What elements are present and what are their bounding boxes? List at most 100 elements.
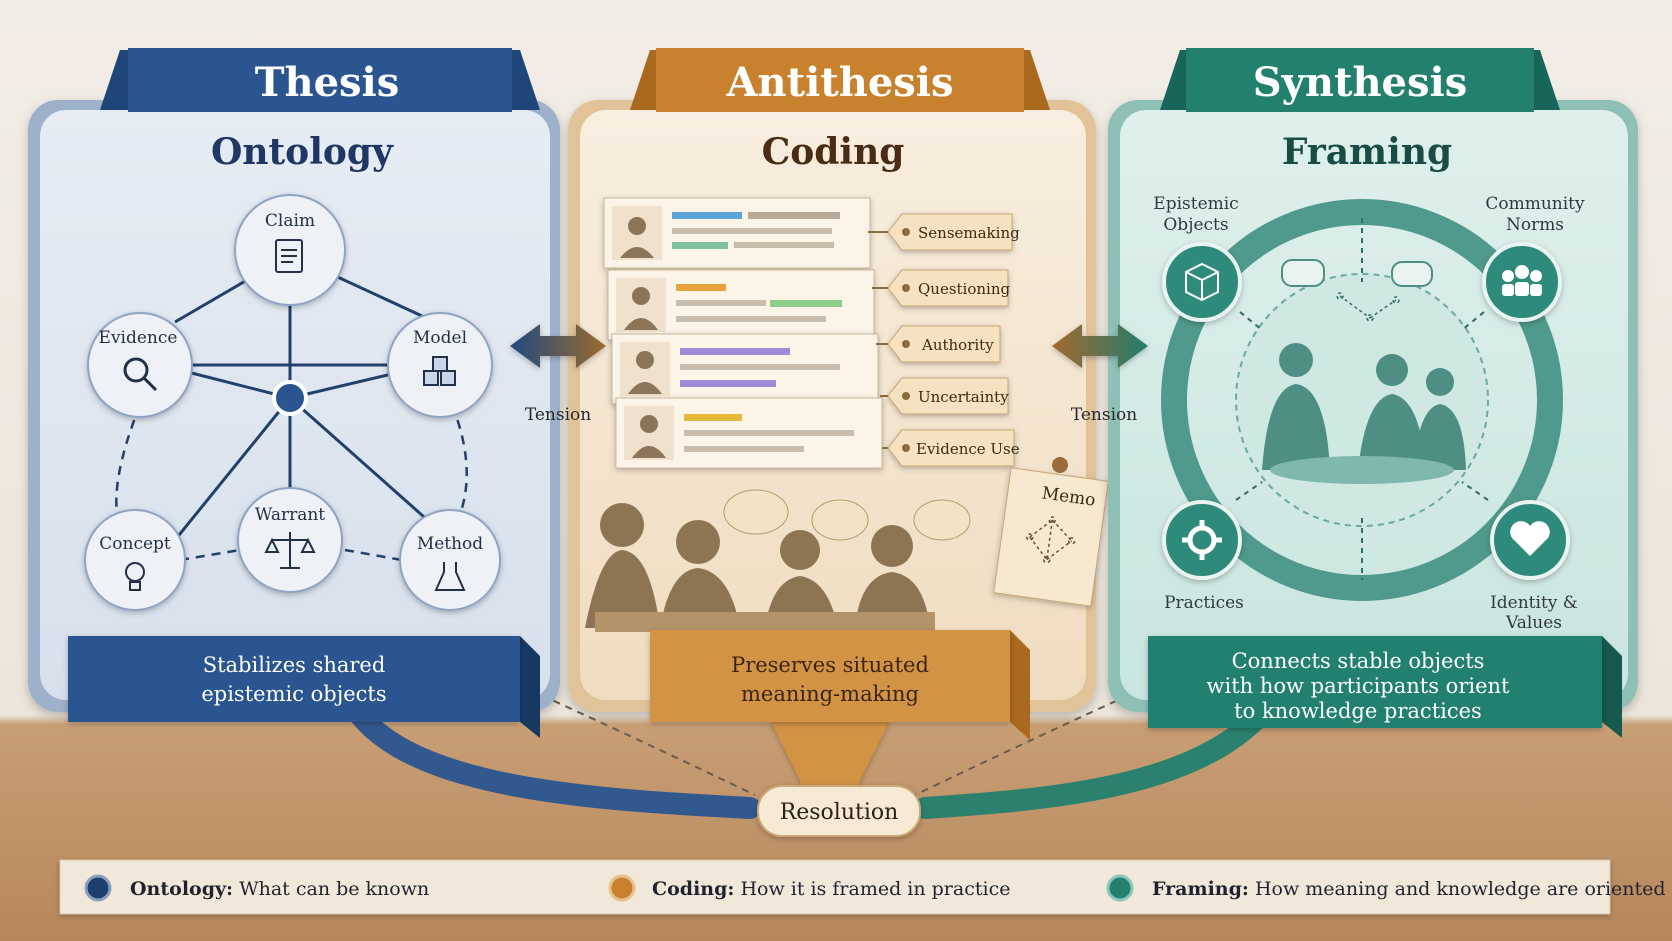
thesis-panel: Thesis Ontology Claim [28,48,560,738]
scales-icon [264,532,316,569]
synthesis-caption-line-3: to knowledge practices [1234,699,1482,723]
tag-label: Questioning [918,280,1011,298]
identity-values-label-1: Identity & [1490,593,1578,613]
speech-bubble [811,499,869,541]
legend-swatch [84,874,112,902]
legend-item-coding: Coding: How it is framed in practice [608,874,1010,902]
double-arrow-icon [1052,324,1148,368]
speech-bubble [913,499,971,541]
legend-item-ontology: Ontology: What can be known [84,874,429,902]
speech-bubble [723,489,789,535]
people-icon [1502,265,1542,296]
practices-label: Practices [1164,593,1244,613]
memo-note[interactable]: Memo [993,457,1109,607]
legend-term: Framing: [1152,878,1249,900]
code-tag-uncertainty[interactable]: Uncertainty [880,377,1009,415]
legend-item-framing: Framing: How meaning and knowledge are o… [1106,874,1666,902]
person-icon [632,287,650,305]
model-node[interactable]: Model [387,312,493,418]
synthesis-flow-arrow [914,704,1271,819]
resolution-label: Resolution [780,800,899,825]
document-icon [275,239,303,273]
tension-left: Tension [510,324,606,425]
tag-label: Authority [921,336,994,354]
tension-right: Tension [1052,324,1148,425]
antithesis-caption-line-2: meaning-making [741,682,919,706]
antithesis-funnel [770,720,890,800]
community-norms-node[interactable]: Community Norms [1482,194,1585,322]
framing-connectors [1235,218,1489,580]
method-node[interactable]: Method [399,509,501,611]
method-label: Method [417,534,483,554]
tag-label: Sensemaking [918,224,1020,242]
synthesis-panel: Synthesis Framing [1108,48,1638,738]
antithesis-caption-box: Preserves situated meaning-making [650,630,1030,740]
antithesis-subtitle: Coding [762,131,905,173]
heart-icon [1510,521,1550,556]
concept-label: Concept [99,534,171,554]
legend-swatch [1106,874,1134,902]
synthesis-caption-line-2: with how participants orient [1207,674,1511,698]
legend-swatch [608,874,636,902]
warrant-node[interactable]: Warrant [237,487,343,593]
code-tag-authority[interactable]: Authority [876,325,1001,363]
community-norms-label-1: Community [1485,194,1585,214]
code-tag-sensemaking[interactable]: Sensemaking [868,213,1020,251]
code-tag-questioning[interactable]: Questioning [872,269,1011,307]
code-tags: Sensemaking Questioning Authority Uncert… [868,213,1020,467]
community-norms-label-2: Norms [1506,215,1564,235]
epistemic-objects-label-2: Objects [1163,215,1228,235]
lightbulb-icon [125,562,145,591]
antithesis-caption-line-1: Preserves situated [731,653,929,677]
thesis-caption-box: Stabilizes shared epistemic objects [68,636,540,738]
gear-icon [1182,520,1222,560]
thesis-subtitle: Ontology [211,131,394,173]
model-label: Model [413,328,467,348]
ontology-hub [272,380,308,416]
legend-desc: What can be known [233,878,429,900]
epistemic-objects-node[interactable]: Epistemic Objects [1153,194,1242,322]
memo-network-sketch [1026,516,1076,564]
evidence-node[interactable]: Evidence [87,312,193,418]
person-icon [640,415,658,433]
legend-desc: How meaning and knowledge are oriented [1249,878,1666,900]
magnifier-icon [123,357,158,392]
svg-text:Ontology: What can be known: Ontology: What can be known [130,878,429,900]
evidence-label: Evidence [99,328,178,348]
identity-values-node[interactable]: Identity & Values [1490,500,1578,633]
community-scene [1262,259,1466,484]
legend: Ontology: What can be known Coding: How … [59,859,1666,915]
claim-label: Claim [265,211,315,231]
tag-label: Uncertainty [918,388,1009,406]
epistemic-objects-label-1: Epistemic [1153,194,1238,214]
legend-term: Ontology: [130,878,233,900]
dashed-link-right [914,689,1141,796]
code-tag-evidence-use[interactable]: Evidence Use [882,429,1020,467]
tension-left-label: Tension [525,405,591,425]
person-icon [636,351,654,369]
transcript-cards [603,197,883,469]
discussion-group [585,489,971,632]
antithesis-banner: Antithesis [630,48,1050,112]
cubes-icon [423,356,456,386]
antithesis-panel: Antithesis Coding [568,48,1109,740]
resolution-node[interactable]: Resolution [757,785,921,837]
concept-node[interactable]: Concept [84,509,186,611]
warrant-label: Warrant [255,505,325,525]
antithesis-banner-title: Antithesis [725,59,953,106]
tension-right-label: Tension [1071,405,1137,425]
svg-text:Framing: How meaning and knowl: Framing: How meaning and knowledge are o… [1152,878,1666,900]
synthesis-banner: Synthesis [1160,48,1560,112]
pushpin-icon [1052,457,1068,473]
synthesis-subtitle: Framing [1282,131,1452,173]
identity-values-label-2: Values [1505,613,1562,633]
synthesis-caption-box: Connects stable objects with how partici… [1148,636,1622,738]
synthesis-caption-line-1: Connects stable objects [1232,649,1485,673]
transcript-card [607,269,875,341]
double-arrow-icon [510,324,606,368]
practices-node[interactable]: Practices [1162,500,1244,613]
transcript-card [615,397,883,469]
claim-node[interactable]: Claim [234,194,346,306]
transcript-card [603,197,871,269]
